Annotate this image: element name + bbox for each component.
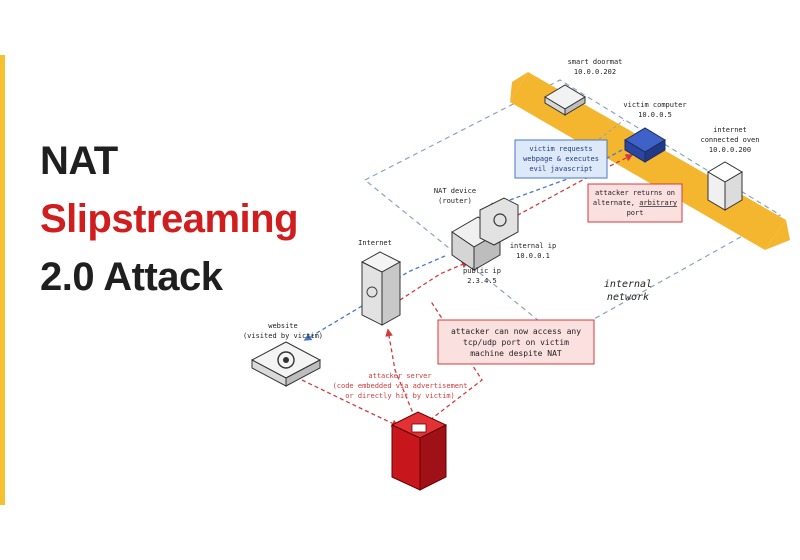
router-tower-face	[479, 197, 519, 246]
flow-website-to-attacker	[301, 379, 400, 427]
oven-side-right	[724, 171, 743, 211]
internet-label: Internet	[358, 239, 392, 247]
attacker-server: attacker server (code embedded via adver…	[333, 372, 468, 491]
nat-device-sub: (router)	[438, 197, 472, 205]
title-line-nat: NAT	[40, 139, 118, 183]
title-line-attack: 2.0 Attack	[40, 255, 223, 299]
victim-computer-name: victim computer	[623, 101, 686, 109]
attacker-server-right	[419, 424, 447, 491]
internet-tower-emblem-icon	[366, 286, 378, 298]
flow-nat-to-victim	[504, 154, 634, 223]
router-gear-icon	[493, 213, 507, 227]
website-sub: (visited by victim)	[243, 332, 323, 340]
title-block: NAT Slipstreaming 2.0 Attack	[40, 132, 299, 306]
note-attacker-access: attacker can now access any tcp/udp port…	[437, 319, 595, 365]
public-ip-value: 2.3.4.5	[467, 277, 497, 285]
website-gear-hub	[283, 357, 289, 363]
note-attacker-returns-line2b: arbitrary	[639, 199, 677, 207]
lan-band-left-arrowhead	[510, 72, 528, 102]
internal-network-label-1: internal	[604, 279, 652, 290]
internet-tower-left	[361, 261, 383, 326]
attacker-server-line1: attacker server	[368, 372, 431, 380]
website-gear-icon	[277, 351, 295, 369]
note-victim-requests-line3: evil javascript	[529, 165, 592, 173]
website-label: website	[268, 322, 298, 330]
accent-bar	[0, 55, 5, 505]
attacker-server-line3: or directly hit by victim)	[345, 392, 455, 400]
attacker-server-emblem-icon	[411, 423, 427, 433]
oven-name-1: internet	[713, 126, 747, 134]
attacker-server-line2: (code embedded via advertisement	[333, 382, 468, 390]
flow-attacker-to-internet	[385, 328, 416, 419]
internal-ip-label: internal ip	[510, 242, 556, 250]
note-attacker-access-line2: tcp/udp port on victim	[463, 338, 569, 347]
doormat-ip: 10.0.0.202	[574, 68, 616, 76]
lan-band-right-arrowhead	[765, 220, 790, 250]
title-line-slipstreaming: Slipstreaming	[40, 197, 299, 241]
note-attacker-returns-line2a: alternate,	[593, 199, 639, 207]
internet-tower: Internet	[358, 239, 402, 326]
internet-tower-right	[381, 261, 401, 326]
website-side-right	[285, 359, 321, 387]
note-victim-requests-box	[514, 139, 608, 179]
victim-computer: victim computer 10.0.0.5	[623, 101, 687, 163]
note-attacker-returns-line1: attacker returns on	[595, 189, 675, 197]
oven-ip: 10.0.0.200	[709, 146, 751, 154]
internal-network-boundary	[363, 79, 782, 339]
smart-doormat: smart doormat 10.0.0.202	[544, 58, 623, 116]
doormat-side-right	[564, 96, 586, 116]
note-attacker-access-box	[437, 319, 595, 365]
nat-router: NAT device (router)	[434, 187, 519, 271]
internal-network-label-2: network	[607, 292, 649, 303]
note-attacker-access-line3: machine despite NAT	[470, 349, 562, 358]
victim-computer-side-right	[644, 139, 666, 163]
note-attacker-returns-line3: port	[627, 209, 644, 217]
note-victim-requests-line1: victim requests	[529, 145, 592, 153]
oven-name-2: connected oven	[700, 136, 759, 144]
note-victim-requests: victim requests webpage & executes evil …	[514, 139, 608, 179]
website-server: website (visited by victim)	[243, 322, 323, 387]
public-ip-label: public ip	[463, 267, 501, 275]
note-attacker-returns: attacker returns on alternate, arbitrary…	[587, 183, 683, 223]
note-victim-requests-line2: webpage & executes	[523, 155, 599, 163]
nat-device-name: NAT device	[434, 187, 476, 195]
internal-ip-value: 10.0.0.1	[516, 252, 550, 260]
note-attacker-access-line1: attacker can now access any	[451, 327, 581, 336]
doormat-name: smart doormat	[568, 58, 623, 66]
note-attacker-returns-line2: alternate, arbitrary	[593, 199, 677, 207]
connected-oven: internet connected oven 10.0.0.200	[700, 126, 760, 211]
victim-computer-ip: 10.0.0.5	[638, 111, 672, 119]
flow-internet-to-nat	[399, 260, 470, 301]
note-attacker-returns-box	[587, 183, 683, 223]
